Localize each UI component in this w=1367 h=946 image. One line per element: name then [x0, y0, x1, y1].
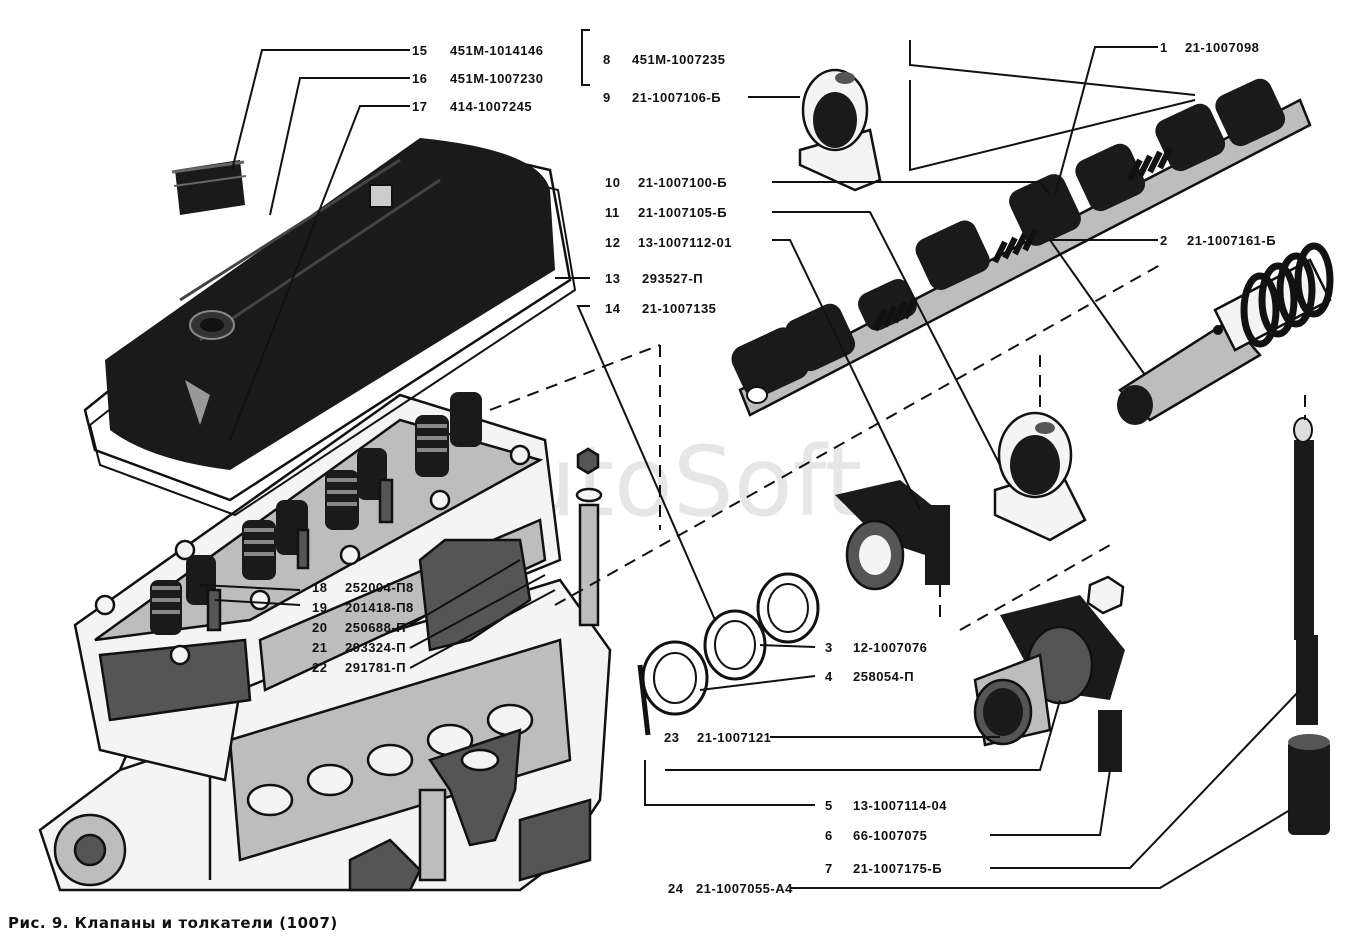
- leader-lines: [199, 29, 1301, 889]
- label-code-3: 12-1007076: [853, 640, 927, 655]
- label-num-15: 15: [412, 43, 427, 58]
- shaft-support-lower: [993, 411, 1087, 542]
- studs-illustration: [575, 447, 603, 627]
- label-num-10: 10: [605, 175, 620, 190]
- rocker-arm-exploded-illustration: [835, 480, 950, 591]
- label-code-6: 66-1007075: [853, 828, 927, 843]
- label-code-17: 414-1007245: [450, 99, 532, 114]
- label-num-12: 12: [605, 235, 620, 250]
- label-num-5: 5: [825, 798, 833, 813]
- label-code-19: 201418-П8: [345, 600, 414, 615]
- label-code-1: 21-1007098: [1185, 40, 1259, 55]
- label-num-13: 13: [605, 271, 620, 286]
- shaft-support-upper: [798, 68, 882, 192]
- valve-cover-illustration: [83, 138, 577, 517]
- label-num-2: 2: [1160, 233, 1168, 248]
- label-num-14: 14: [605, 301, 621, 316]
- label-code-7: 21-1007175-Б: [853, 861, 942, 876]
- label-num-16: 16: [412, 71, 427, 86]
- part-labels: 15 451M-1014146 16 451M-1007230 17 414-1…: [312, 40, 1276, 896]
- label-code-15: 451M-1014146: [450, 43, 543, 58]
- washers-illustration: [637, 572, 820, 736]
- label-code-13: 293527-П: [642, 271, 703, 286]
- label-num-23: 23: [664, 730, 679, 745]
- label-code-18: 252004-П8: [345, 580, 414, 595]
- label-code-21: 293324-П: [345, 640, 406, 655]
- label-code-23: 21-1007121: [697, 730, 771, 745]
- label-num-1: 1: [1160, 40, 1168, 55]
- label-num-9: 9: [603, 90, 611, 105]
- label-code-12: 13-1007112-01: [638, 235, 732, 250]
- label-code-24: 21-1007055-А4: [696, 881, 793, 896]
- label-num-21: 21: [312, 640, 327, 655]
- label-code-14: 21-1007135: [642, 301, 716, 316]
- label-num-24: 24: [668, 881, 684, 896]
- label-num-22: 22: [312, 660, 327, 675]
- label-num-18: 18: [312, 580, 327, 595]
- label-num-19: 19: [312, 600, 327, 615]
- engine-block-illustration: [38, 578, 612, 892]
- label-code-16: 451M-1007230: [450, 71, 543, 86]
- label-num-6: 6: [825, 828, 833, 843]
- label-code-4: 258054-П: [853, 669, 914, 684]
- label-code-20: 250688-П: [345, 620, 406, 635]
- label-num-7: 7: [825, 861, 833, 876]
- figure-caption: Рис. 9. Клапаны и толкатели (1007): [8, 914, 338, 932]
- label-code-5: 13-1007114-04: [853, 798, 947, 813]
- label-num-11: 11: [605, 205, 620, 220]
- label-num-20: 20: [312, 620, 327, 635]
- rocker-arm-with-bushing-illustration: [973, 575, 1125, 772]
- label-num-8: 8: [603, 52, 611, 67]
- label-code-9: 21-1007106-Б: [632, 90, 721, 105]
- label-code-11: 21-1007105-Б: [638, 205, 727, 220]
- push-rod-and-tappet-illustration: [1288, 395, 1330, 835]
- label-code-8: 451M-1007235: [632, 52, 725, 67]
- rocker-shaft-assembly-illustration: [731, 78, 1312, 417]
- label-num-4: 4: [825, 669, 833, 684]
- label-code-2: 21-1007161-Б: [1187, 233, 1276, 248]
- label-code-10: 21-1007100-Б: [638, 175, 727, 190]
- label-num-3: 3: [825, 640, 833, 655]
- label-num-17: 17: [412, 99, 427, 114]
- spring-and-tube-illustration: [1117, 242, 1334, 425]
- label-code-22: 291781-П: [345, 660, 406, 675]
- assembly-dashed-lines: [489, 264, 1161, 631]
